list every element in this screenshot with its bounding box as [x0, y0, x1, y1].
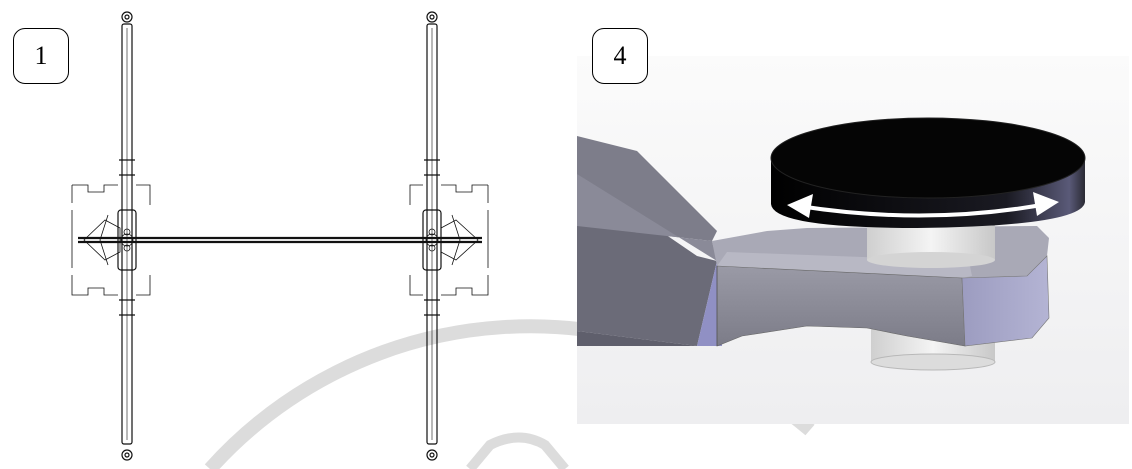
rotation-arrow-icon	[787, 192, 1059, 218]
step-label-4: 4	[592, 28, 648, 84]
arm-end	[961, 255, 1050, 347]
cross-bar	[78, 236, 482, 244]
top-view-drawing	[71, 11, 489, 461]
knob-render	[577, 56, 1129, 424]
step-label-1: 1	[13, 28, 69, 84]
right-bracket	[409, 184, 489, 296]
left-bracket	[71, 184, 151, 296]
right-rail	[422, 11, 442, 461]
arm-diagonal	[577, 136, 722, 346]
left-rail	[117, 11, 137, 461]
